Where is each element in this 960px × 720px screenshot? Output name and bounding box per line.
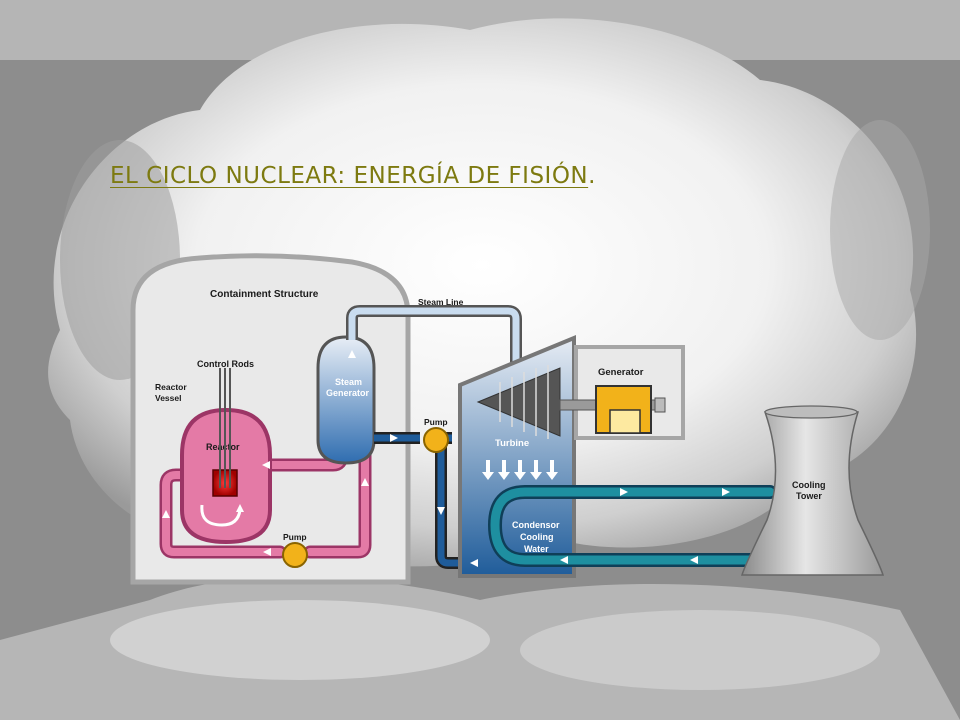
- slide-title: EL CICLO NUCLEAR: ENERGÍA DE FISIÓN.: [110, 163, 596, 189]
- cooling-tower-label-line1: Cooling: [792, 480, 826, 490]
- primary-pump: [282, 542, 308, 568]
- flow-arrow-icon: [263, 548, 271, 556]
- turbine-label: Turbine: [495, 438, 529, 449]
- slide-title-period: .: [588, 163, 596, 189]
- flow-arrow-icon: [437, 507, 445, 515]
- reactor-label: Reactor: [206, 442, 240, 452]
- generator-endcap: [654, 397, 666, 413]
- flow-arrow-icon: [560, 556, 568, 564]
- steam-line: [346, 305, 522, 368]
- control-rods: [219, 368, 231, 488]
- flow-arrow-icon: [390, 434, 398, 442]
- slide-title-text: EL CICLO NUCLEAR: ENERGÍA DE FISIÓN: [110, 163, 589, 189]
- condenser-cooling-loop: [488, 485, 777, 567]
- condenser-label-line3: Water: [524, 544, 549, 554]
- flow-arrow-icon: [470, 559, 478, 567]
- containment-structure-label: Containment Structure: [210, 289, 319, 300]
- steam-generator-label-line2: Generator: [326, 388, 370, 398]
- turbine-blade-lines: [499, 365, 549, 439]
- condensation-arrows: [482, 460, 558, 480]
- steam-generator: [316, 335, 376, 465]
- flow-arrow-icon: [722, 488, 730, 496]
- steam-line-label: Steam Line: [418, 297, 464, 307]
- reactor-vessel-label-line2: Vessel: [155, 393, 181, 403]
- flow-arrow-icon: [236, 504, 244, 512]
- flow-arrow-icon: [361, 478, 369, 486]
- flow-arrow-icon: [162, 510, 170, 518]
- cooling-tower-label-line2: Tower: [796, 491, 822, 501]
- flow-arrow-icon: [690, 556, 698, 564]
- steam-generator-label-line1: Steam: [335, 377, 362, 387]
- reactor-flow-arrow: [200, 504, 242, 527]
- flow-arrow-icon: [262, 461, 270, 469]
- primary-pump-label: Pump: [283, 532, 307, 542]
- flow-arrow-icon: [348, 350, 356, 358]
- cooling-tower-rim: [764, 405, 858, 419]
- feedwater-pump-label: Pump: [424, 417, 448, 427]
- condenser-label-line2: Cooling: [520, 532, 554, 542]
- flow-arrow-icon: [620, 488, 628, 496]
- condenser-label-line1: Condensor: [512, 520, 560, 530]
- generator-label: Generator: [598, 367, 644, 378]
- feedwater-pump: [423, 427, 449, 453]
- reactor-vessel-label-line1: Reactor: [155, 382, 187, 392]
- control-rods-label: Control Rods: [197, 359, 254, 369]
- flow-arrows: [162, 350, 730, 567]
- generator-window: [609, 409, 641, 434]
